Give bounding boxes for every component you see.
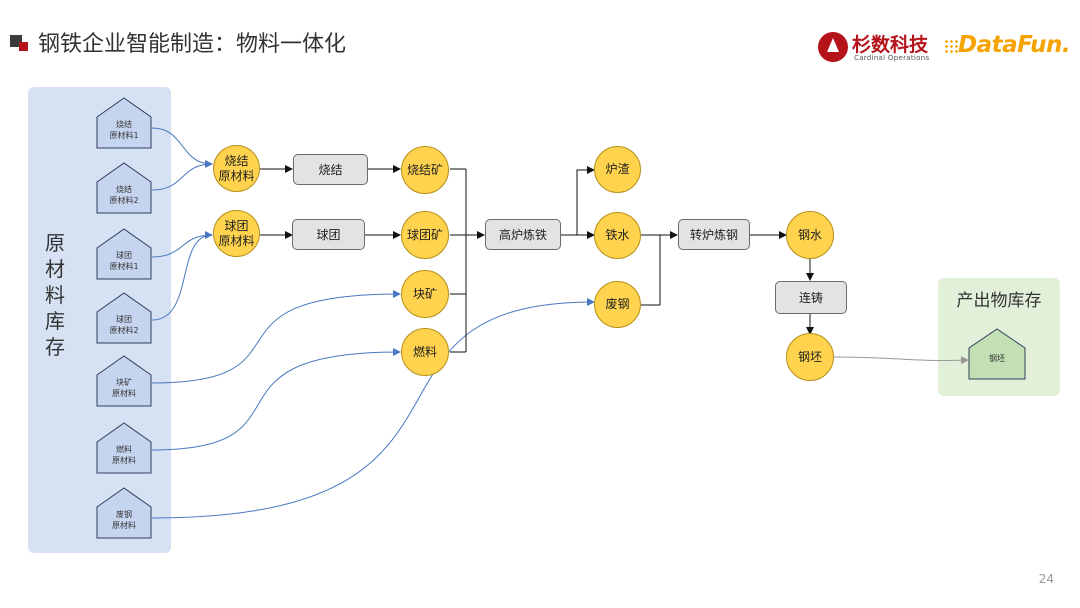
raw-to-material-links bbox=[151, 127, 595, 519]
link-sinter-raw2 bbox=[151, 163, 213, 191]
raw-inventory-label: 原材料库存 bbox=[45, 231, 65, 359]
house-icon bbox=[96, 97, 152, 149]
slide-title-text: 钢铁企业智能制造：物料一体化 bbox=[38, 32, 347, 57]
material-scrap: 废钢 bbox=[594, 281, 641, 328]
slide-title: 钢铁企业智能制造：物料一体化 bbox=[10, 26, 346, 58]
logo-primary-subtitle: Cardinal Operations bbox=[854, 54, 930, 62]
raw-inventory-item: 球团原材料2 bbox=[96, 292, 152, 344]
raw-inventory-item: 燃料原材料 bbox=[96, 422, 152, 474]
material-molten-steel: 钢水 bbox=[786, 211, 834, 259]
material-billet: 钢坯 bbox=[786, 333, 834, 381]
raw-inventory-item: 块矿原材料 bbox=[96, 355, 152, 407]
process-blast-furnace: 高炉炼铁 bbox=[485, 219, 561, 250]
process-links bbox=[260, 165, 814, 353]
material-sinter-ore: 烧结矿 bbox=[401, 146, 449, 194]
process-converter: 转炉炼钢 bbox=[678, 219, 750, 250]
cardinal-operations-logo: 杉数科技 Cardinal Operations bbox=[818, 30, 938, 66]
material-pellet-ore: 球团矿 bbox=[401, 211, 449, 259]
output-inventory-item: 钢坯 bbox=[968, 328, 1026, 380]
material-fuel: 燃料 bbox=[401, 328, 449, 376]
output-item-label: 钢坯 bbox=[989, 354, 1005, 363]
raw-inventory-item: 烧结原材料1 bbox=[96, 97, 152, 149]
datafun-logo: DataFun. bbox=[944, 30, 1071, 66]
house-icon bbox=[968, 328, 1026, 380]
title-bullet-icon bbox=[10, 33, 28, 51]
process-pelletizing: 球团 bbox=[292, 219, 365, 250]
link-scrap-raw bbox=[151, 298, 595, 519]
house-icon bbox=[96, 422, 152, 474]
link-fuel-raw bbox=[151, 348, 401, 451]
process-sintering: 烧结 bbox=[293, 154, 368, 185]
house-icon bbox=[96, 162, 152, 214]
logo-primary-name: 杉数科技 bbox=[852, 34, 929, 56]
house-icon bbox=[96, 355, 152, 407]
raw-inventory-item: 废钢原材料 bbox=[96, 487, 152, 539]
link-billet-output bbox=[833, 356, 969, 365]
process-casting: 连铸 bbox=[775, 281, 847, 314]
page-number: 24 bbox=[1038, 572, 1054, 586]
raw-inventory-item: 烧结原材料2 bbox=[96, 162, 152, 214]
logo-secondary-name: DataFun. bbox=[958, 32, 1071, 58]
house-icon bbox=[96, 228, 152, 280]
house-icon bbox=[96, 292, 152, 344]
link-sinter-raw1 bbox=[151, 127, 213, 168]
cardinal-tree-icon bbox=[818, 32, 848, 62]
material-hot-metal: 铁水 bbox=[594, 212, 641, 259]
output-inventory-label: 产出物库存 bbox=[956, 291, 1042, 311]
material-pellet-feed: 球团原材料 bbox=[213, 210, 260, 257]
house-icon bbox=[96, 487, 152, 539]
link-pellet-raw2 bbox=[151, 234, 213, 321]
raw-inventory-item: 球团原材料1 bbox=[96, 228, 152, 280]
material-slag: 炉渣 bbox=[594, 146, 641, 193]
material-lump-ore: 块矿 bbox=[401, 270, 449, 318]
material-sinter-feed: 烧结原材料 bbox=[213, 145, 260, 192]
datafun-dots-icon bbox=[944, 39, 960, 55]
link-lump-raw bbox=[151, 290, 401, 384]
link-pellet-raw1 bbox=[151, 231, 213, 258]
